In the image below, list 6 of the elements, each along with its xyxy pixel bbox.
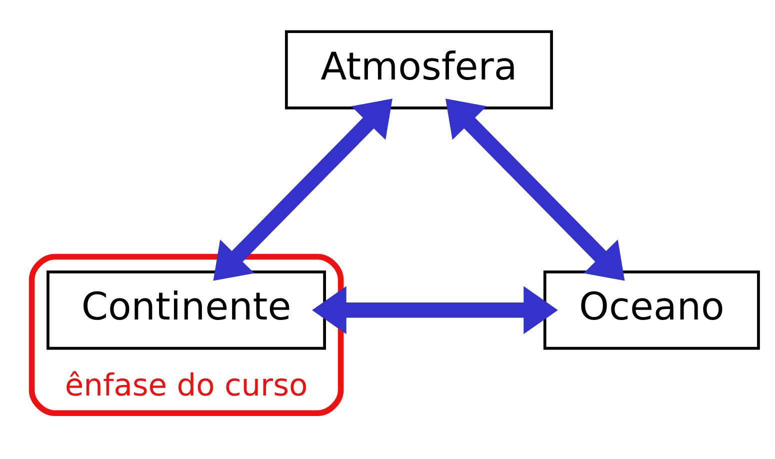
arrow bbox=[446, 98, 625, 280]
node-box: Atmosfera bbox=[284, 30, 553, 109]
node-box: Oceano bbox=[543, 270, 760, 350]
arrow bbox=[312, 286, 558, 334]
arrow bbox=[213, 98, 392, 280]
node-box: Continente bbox=[46, 270, 326, 350]
